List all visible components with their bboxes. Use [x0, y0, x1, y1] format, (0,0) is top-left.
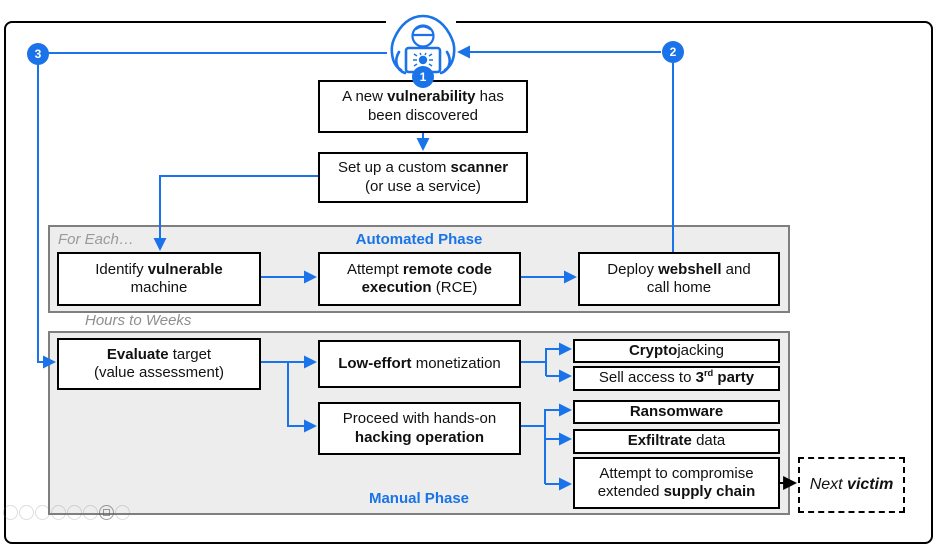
- automated-phase-title: Automated Phase: [355, 231, 483, 248]
- toolbar-button[interactable]: [19, 505, 34, 520]
- ransomware-box: Ransomware: [573, 400, 780, 424]
- toolbar-button-stop[interactable]: [99, 505, 114, 520]
- slide-border: [4, 21, 933, 544]
- manual-phase-title: Manual Phase: [368, 490, 470, 507]
- hours-to-weeks-label: Hours to Weeks: [85, 312, 192, 329]
- cryptojacking-box: Cryptojacking: [573, 339, 780, 363]
- next-victim-box: Next victim: [798, 457, 905, 513]
- toolbar-button[interactable]: [51, 505, 66, 520]
- step-badge-2: 2: [662, 41, 684, 63]
- toolbar-button[interactable]: [83, 505, 98, 520]
- toolbar-button[interactable]: [3, 505, 18, 520]
- hacker-left-arm: [395, 50, 407, 75]
- toolbar-button[interactable]: [115, 505, 130, 520]
- presenter-toolbar: [3, 505, 130, 520]
- arrow-handson-to-ransomware: [544, 403, 572, 484]
- step-badge-1: 1: [412, 66, 434, 88]
- bug-icon: [413, 52, 433, 67]
- arrow-hacker-to-evaluate: [37, 52, 387, 369]
- hacker-cap: [412, 25, 434, 37]
- evaluate-target-box: Evaluate target(value assessment): [57, 338, 261, 390]
- hacker-right-arm: [439, 50, 451, 75]
- low-effort-monetization-box: Low-effort monetization: [318, 340, 521, 388]
- exfiltrate-data-box: Exfiltrate data: [573, 429, 780, 454]
- toolbar-button[interactable]: [67, 505, 82, 520]
- sell-access-box: Sell access to 3rd party: [573, 366, 780, 391]
- for-each-label: For Each…: [58, 231, 134, 248]
- toolbar-button[interactable]: [35, 505, 50, 520]
- setup-scanner-box: Set up a custom scanner(or use a service…: [318, 152, 528, 203]
- arrow-evaluate-to-handson: [287, 362, 317, 433]
- hacker-icon: [390, 14, 456, 75]
- arrow-scanner-to-identify: [153, 175, 318, 251]
- step-badge-3: 3: [27, 43, 49, 65]
- arrow-loweffort-to-crypto: [545, 342, 572, 376]
